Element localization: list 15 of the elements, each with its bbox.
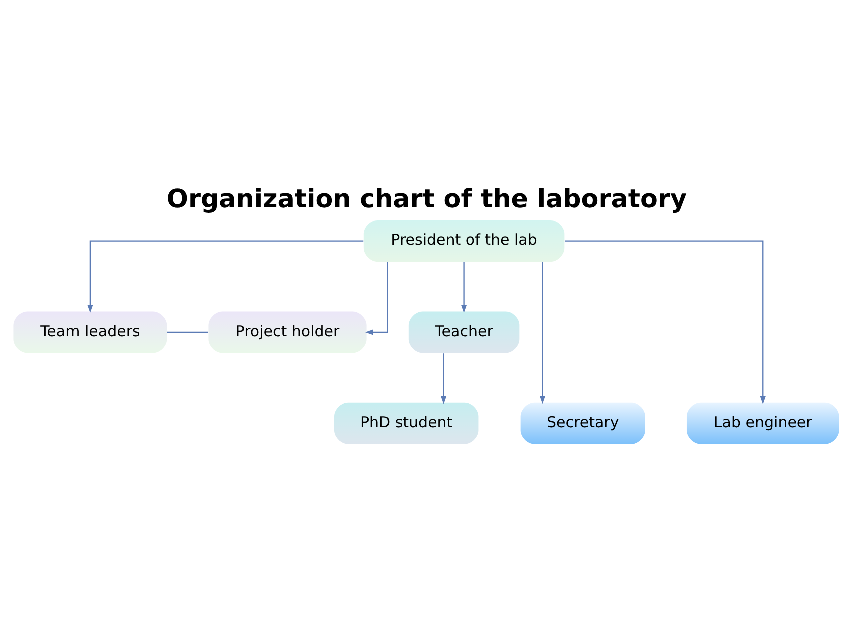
connector: [167, 332, 208, 334]
node-box: Lab engineer: [686, 402, 840, 444]
node-box: President of the lab: [364, 220, 565, 262]
node-box: Secretary: [520, 402, 646, 444]
node-box: PhD student: [334, 402, 479, 444]
node-box: Project holder: [208, 312, 367, 354]
arrow: [440, 354, 447, 404]
arrow: [365, 262, 388, 336]
arrow: [88, 240, 364, 314]
diagram-title: Organization chart of the laboratory: [166, 183, 688, 214]
arrow: [461, 262, 468, 314]
arrow: [565, 240, 766, 404]
node-box: Team leaders: [14, 312, 168, 354]
arrow: [540, 262, 546, 404]
node-box: Teacher: [408, 312, 520, 354]
